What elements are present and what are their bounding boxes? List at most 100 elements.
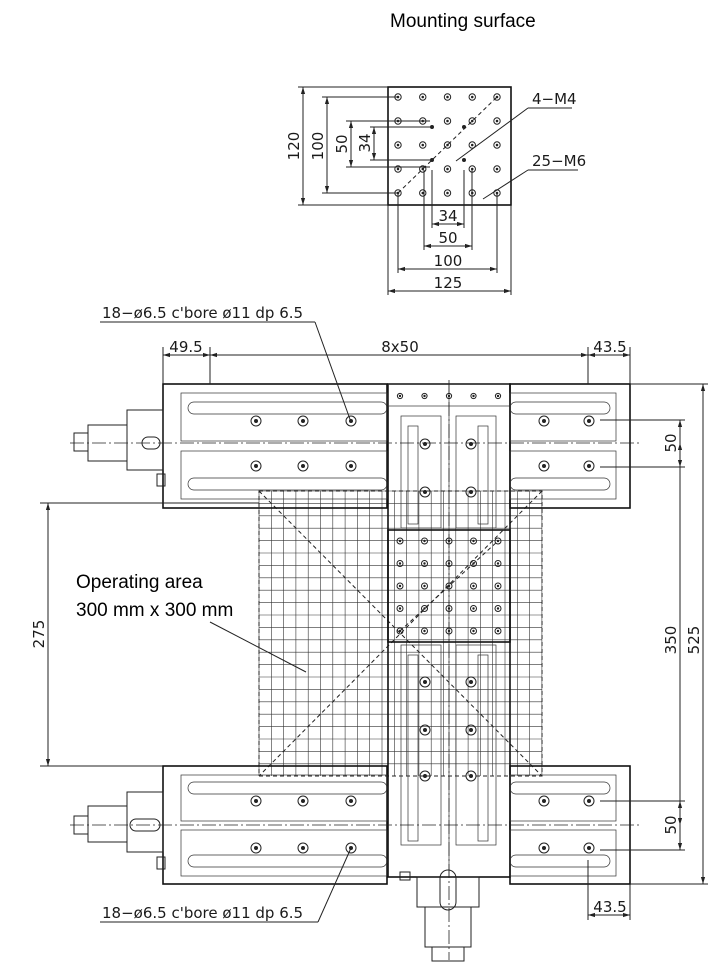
hole [443,165,452,173]
hole [493,117,501,125]
hole [470,392,477,400]
hole [419,486,431,498]
hole [445,537,453,545]
top-rail-right [509,383,631,509]
hole [445,627,453,635]
hole [250,842,262,854]
y-axis-stage [387,380,511,962]
hole [394,141,402,149]
m4-hole [430,125,434,129]
hole [470,582,477,590]
top-x-axis-stage [70,383,640,509]
hole [421,537,428,545]
hole [583,842,595,854]
dim-100-v: 100 [309,132,327,161]
hole [443,117,452,125]
hole [419,770,431,782]
hole [470,605,477,612]
callout-counterbore-top: 18−ø6.5 c'bore ø11 dp 6.5 [102,304,303,322]
hole [396,605,404,612]
hole [443,141,452,149]
operating-area-size: 300 mm x 300 mm [76,600,233,621]
hole [465,770,477,782]
hole [468,117,476,125]
hole [396,392,404,400]
stage-mounting-holes [250,392,595,854]
bottom-x-axis-stage [70,765,640,885]
hole [297,415,309,427]
hole [468,93,476,101]
hole [396,582,404,590]
hole [421,605,428,612]
mounting-diagonal [397,96,498,194]
operating-area-outline [258,490,543,777]
hole [419,141,427,149]
y-motor-coupling [416,876,480,908]
dim-50-v: 50 [333,134,351,153]
hole [250,795,262,807]
hole [419,93,427,101]
dim-50-top-gap: 50 [662,433,680,452]
hole [583,415,595,427]
hole [421,582,428,590]
top-motor-body [126,409,164,471]
hole [445,605,453,612]
mounting-plate-outline [387,86,512,206]
hole [538,415,550,427]
hole [443,189,452,197]
hole [465,438,477,450]
hole [538,842,550,854]
callout-4-m4: 4−M4 [532,90,577,108]
hole [583,460,595,472]
m4-hole [462,158,466,162]
dim-50-bottom-gap: 50 [662,815,680,834]
hole [250,460,262,472]
mounting-surface-view: 120 100 50 34 34 50 100 125 4−M4 25−M6 [285,86,586,295]
mounting-plate-holes [394,93,501,197]
hole [538,795,550,807]
hole [494,627,502,635]
dim-525: 525 [685,626,703,655]
hole [345,460,357,472]
callout-counterbore-bottom: 18−ø6.5 c'bore ø11 dp 6.5 [102,904,303,922]
hole [419,438,431,450]
bottom-motor-body [126,791,164,853]
dim-34-h: 34 [438,207,457,225]
hole [419,189,427,197]
main-dimensions: 49.5 8x50 43.5 43.5 50 50 350 525 275 18… [30,304,708,923]
dim-100-h: 100 [434,252,463,270]
hole [470,627,477,635]
hole [345,795,357,807]
hole [465,724,477,736]
hole [583,795,595,807]
mounting-surface-title: Mounting surface [390,11,536,32]
hole [465,676,477,688]
hole [494,392,502,400]
dim-50-h: 50 [438,229,457,247]
table-diagonal [399,540,499,632]
hole [396,537,404,545]
dim-350: 350 [662,626,680,655]
dim-49-5: 49.5 [169,338,202,356]
operating-area-label: Operating area [76,572,203,593]
hole [445,392,453,400]
hole [443,93,452,101]
hole [493,141,501,149]
hole [494,605,502,612]
hole [493,165,501,173]
hole [468,141,476,149]
hole [421,392,428,400]
hole [297,460,309,472]
hole [465,486,477,498]
hole [421,627,428,635]
hole [494,560,502,567]
dim-43-5-bottom: 43.5 [593,898,626,916]
hole [419,724,431,736]
hole [250,415,262,427]
dim-125-h: 125 [434,274,463,292]
hole [538,460,550,472]
hole [394,165,402,173]
dim-43-5-top: 43.5 [593,338,626,356]
